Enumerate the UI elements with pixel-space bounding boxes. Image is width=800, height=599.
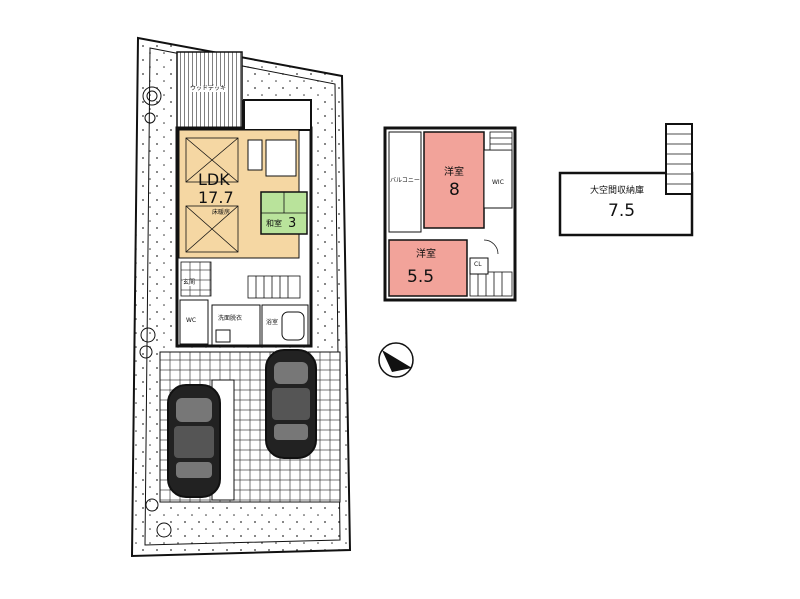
second-floor — [383, 126, 517, 302]
entrance-label: 玄関 — [183, 279, 196, 286]
washitsu-room — [260, 191, 308, 235]
balcony-label: バルコニー — [390, 177, 420, 184]
attic-floor — [558, 123, 694, 237]
hall-stairs — [180, 261, 301, 299]
room8-name: 洋室 — [444, 167, 464, 178]
washitsu-size: 3 — [288, 216, 297, 231]
wet-area — [179, 299, 309, 346]
room55-name: 洋室 — [416, 249, 436, 260]
north-arrow-icon — [378, 342, 414, 378]
car-icon — [265, 349, 317, 459]
washitsu-name: 和室 — [266, 219, 282, 228]
deck-label: ウッドデッキ — [190, 85, 227, 92]
car-icon — [167, 384, 221, 498]
toilet-label: WC — [186, 317, 197, 324]
room55-size: 5.5 — [407, 267, 435, 287]
ldk-size: 17.7 — [198, 188, 234, 207]
ldk-note: 床暖房 — [212, 209, 231, 216]
ldk-name: LDK — [198, 170, 230, 189]
room8-size: 8 — [449, 180, 460, 200]
washroom-label: 洗面脱衣 — [218, 315, 243, 322]
attic-size: 7.5 — [608, 201, 636, 221]
wic-label: WIC — [492, 179, 504, 186]
bath-label: 浴室 — [266, 319, 279, 326]
attic-name: 大空間収納庫 — [590, 186, 645, 196]
cl-label: CL — [474, 261, 482, 268]
